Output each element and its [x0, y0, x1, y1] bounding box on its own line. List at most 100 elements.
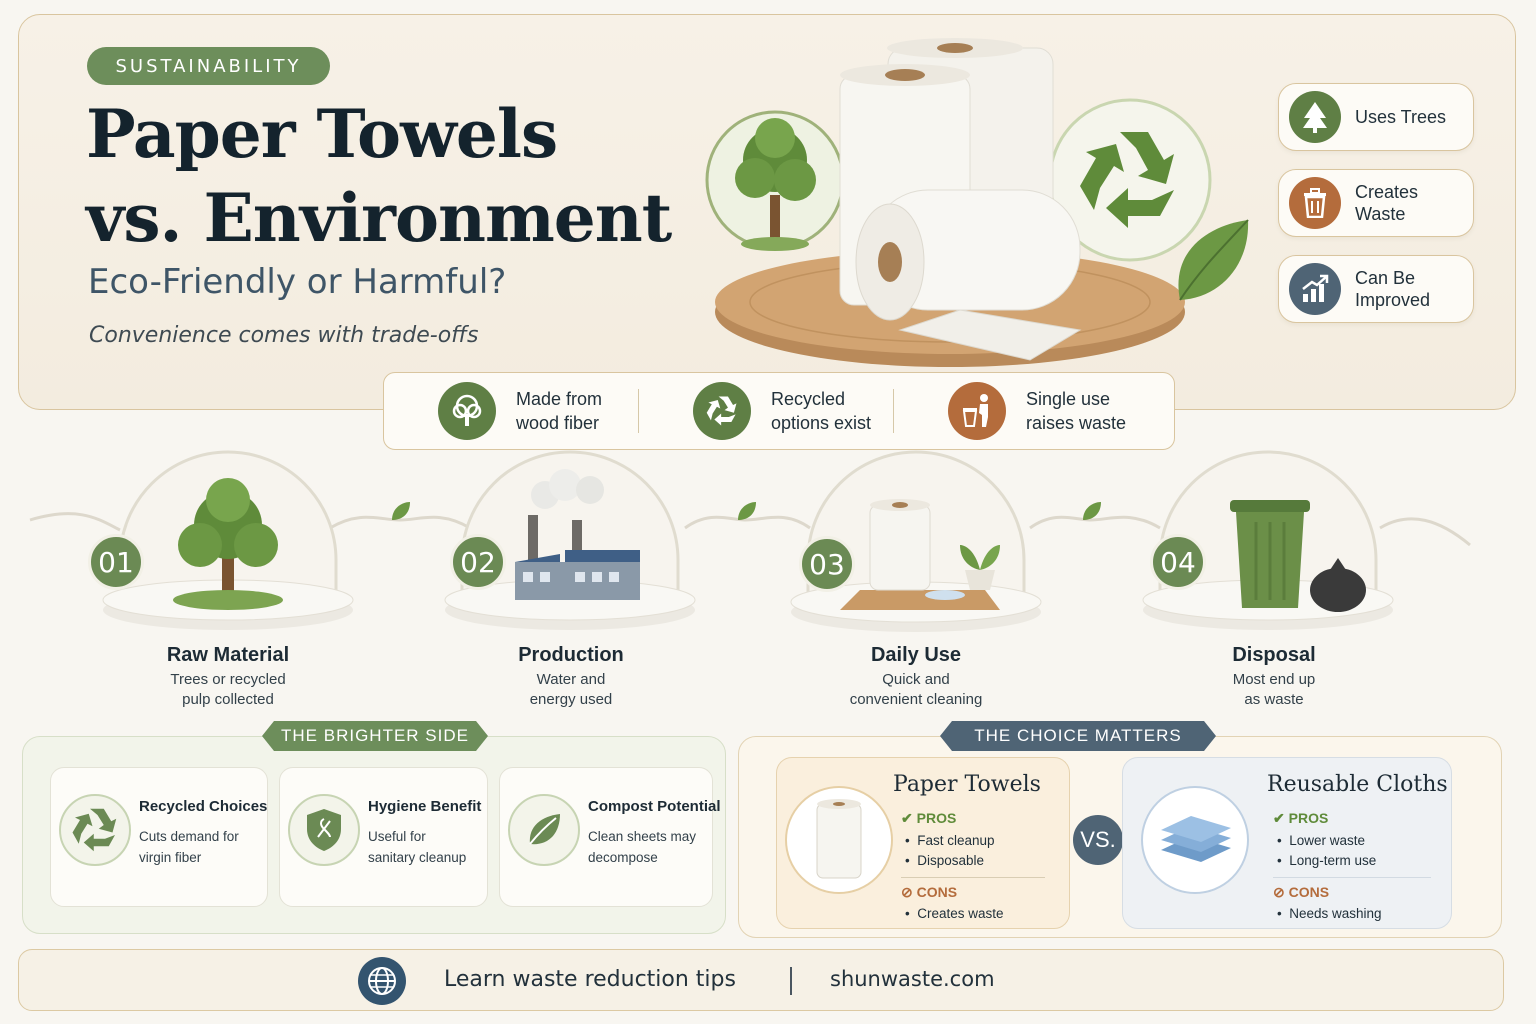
pros-label-text: PROS [1288, 810, 1329, 826]
leaf-icon [508, 794, 580, 866]
stage-description-line-1: Most end up [1232, 671, 1316, 688]
benefit-description-line-2: virgin fiber [139, 850, 202, 865]
pros-item: • Long-term use [1277, 853, 1377, 868]
recycle-icon [693, 382, 751, 440]
fact-label: Single use raises waste [1026, 387, 1126, 435]
fact-label: Recycled options exist [771, 387, 871, 435]
key-facts-strip: Made from wood fiber Recycled options ex… [383, 372, 1175, 450]
person-trash-icon [948, 382, 1006, 440]
fact-single-use: Single use raises waste [894, 382, 1148, 440]
page-title: Paper Towels vs. Environment [86, 92, 726, 260]
footer-cta-link[interactable]: Learn waste reduction tips [444, 967, 736, 992]
lifecycle-connector [29, 450, 1471, 632]
side-card-label: Uses Trees [1355, 107, 1447, 127]
stage-description-line-2: as waste [1244, 691, 1304, 708]
fact-label-line-1: Single use [1026, 389, 1111, 409]
leaf-icon [392, 502, 410, 520]
cons-label: ⊘ CONS [1273, 884, 1330, 900]
shield-icon [288, 794, 360, 866]
pros-item: • Lower waste [1277, 833, 1366, 848]
side-card-label: Can Be Improved [1355, 267, 1430, 311]
divider [893, 389, 894, 433]
fact-label: Made from wood fiber [516, 387, 602, 435]
stage-title: Raw Material [166, 644, 290, 666]
stage-title: Production [518, 644, 624, 666]
tree-icon [438, 382, 496, 440]
stage-number: 01 [88, 534, 144, 590]
stage-title: Disposal [1232, 644, 1316, 666]
stage-description-line-1: Quick and [882, 671, 950, 688]
divider [901, 877, 1045, 878]
benefit-description: Cuts demand for virgin fiber [139, 826, 269, 868]
paper-towel-rolls [839, 38, 1082, 361]
title-line-2: vs. Environment [86, 179, 672, 257]
folded-cloth-icon [1141, 786, 1249, 894]
cons-label-text: CONS [1288, 884, 1330, 900]
factory-icon [515, 469, 640, 600]
benefit-description: Useful for sanitary cleanup [368, 826, 498, 868]
page-tagline: Convenience comes with trade-offs [89, 323, 479, 348]
leaf-icon [738, 502, 756, 520]
pros-label: ✔ PROS [1273, 810, 1329, 826]
side-card-uses-trees: Uses Trees [1278, 83, 1474, 151]
paper-roll-icon [785, 786, 893, 894]
benefit-title: Compost Potential [588, 798, 721, 815]
trash-bin-icon [1230, 500, 1366, 612]
stage-number: 03 [799, 536, 855, 592]
globe-icon [358, 957, 406, 1005]
fact-recycled-options: Recycled options exist [639, 382, 893, 440]
cons-label: ⊘ CONS [901, 884, 958, 900]
divider [1273, 877, 1431, 878]
tree-circle-icon [705, 110, 845, 251]
tree-icon [173, 478, 283, 610]
recycle-icon [59, 794, 131, 866]
footer-bar [18, 949, 1504, 1011]
title-line-1: Paper Towels [86, 95, 558, 173]
footer-website-link[interactable]: shunwaste.com [830, 967, 995, 991]
stage-description-line-1: Water and [536, 671, 606, 688]
pros-item: • Fast cleanup [905, 833, 995, 848]
reusable-cloths-title: Reusable Cloths [1267, 772, 1448, 797]
side-card-creates-waste: Creates Waste [1278, 169, 1474, 237]
fact-label-line-1: Recycled [771, 389, 846, 409]
benefit-description-line-1: Useful for [368, 829, 426, 844]
pros-item-text: Lower waste [1289, 833, 1366, 848]
divider [638, 389, 639, 433]
trash-icon [1289, 177, 1341, 229]
fact-label-line-1: Made from [516, 389, 603, 409]
stage-description: Most end up as waste [1174, 670, 1374, 710]
lifecycle-stages: 01 02 03 04 Raw Material Production Dail… [0, 450, 1536, 720]
paper-towels-card: Paper Towels ✔ PROS • Fast cleanup • Dis… [776, 757, 1070, 929]
stage-title: Daily Use [870, 644, 962, 666]
divider [790, 967, 792, 995]
cons-item: • Creates waste [905, 906, 1004, 921]
pros-item-text: Fast cleanup [917, 833, 995, 848]
paper-towel-illustration [705, 38, 1249, 367]
stage-number: 02 [450, 534, 506, 590]
benefit-description-line-1: Cuts demand for [139, 829, 239, 844]
cons-item-text: Needs washing [1289, 906, 1382, 921]
stage-description: Water and energy used [471, 670, 671, 710]
leaf-decoration [1178, 220, 1249, 300]
side-card-can-be-improved: Can Be Improved [1278, 255, 1474, 323]
tree-icon [1289, 91, 1341, 143]
stage-description-line-2: convenient cleaning [849, 691, 983, 708]
benefit-description-line-2: sanitary cleanup [368, 850, 467, 865]
recycle-circle-icon [1048, 98, 1212, 262]
choice-matters-ribbon: THE CHOICE MATTERS [940, 721, 1216, 751]
stage-description-line-1: Trees or recycled [170, 671, 286, 688]
fact-wood-fiber: Made from wood fiber [384, 382, 638, 440]
pros-label-text: PROS [916, 810, 957, 826]
side-card-label-line-2: Waste [1355, 204, 1406, 224]
benefit-description-line-2: decompose [588, 850, 658, 865]
fact-label-line-2: wood fiber [516, 413, 600, 433]
pros-item-text: Disposable [917, 853, 985, 868]
leaf-icon [1083, 502, 1101, 520]
stage-description-line-2: energy used [529, 691, 613, 708]
category-badge: SUSTAINABILITY [87, 47, 330, 85]
side-card-label: Creates Waste [1355, 181, 1418, 225]
cons-item-text: Creates waste [917, 906, 1004, 921]
paper-towels-title: Paper Towels [893, 772, 1041, 797]
